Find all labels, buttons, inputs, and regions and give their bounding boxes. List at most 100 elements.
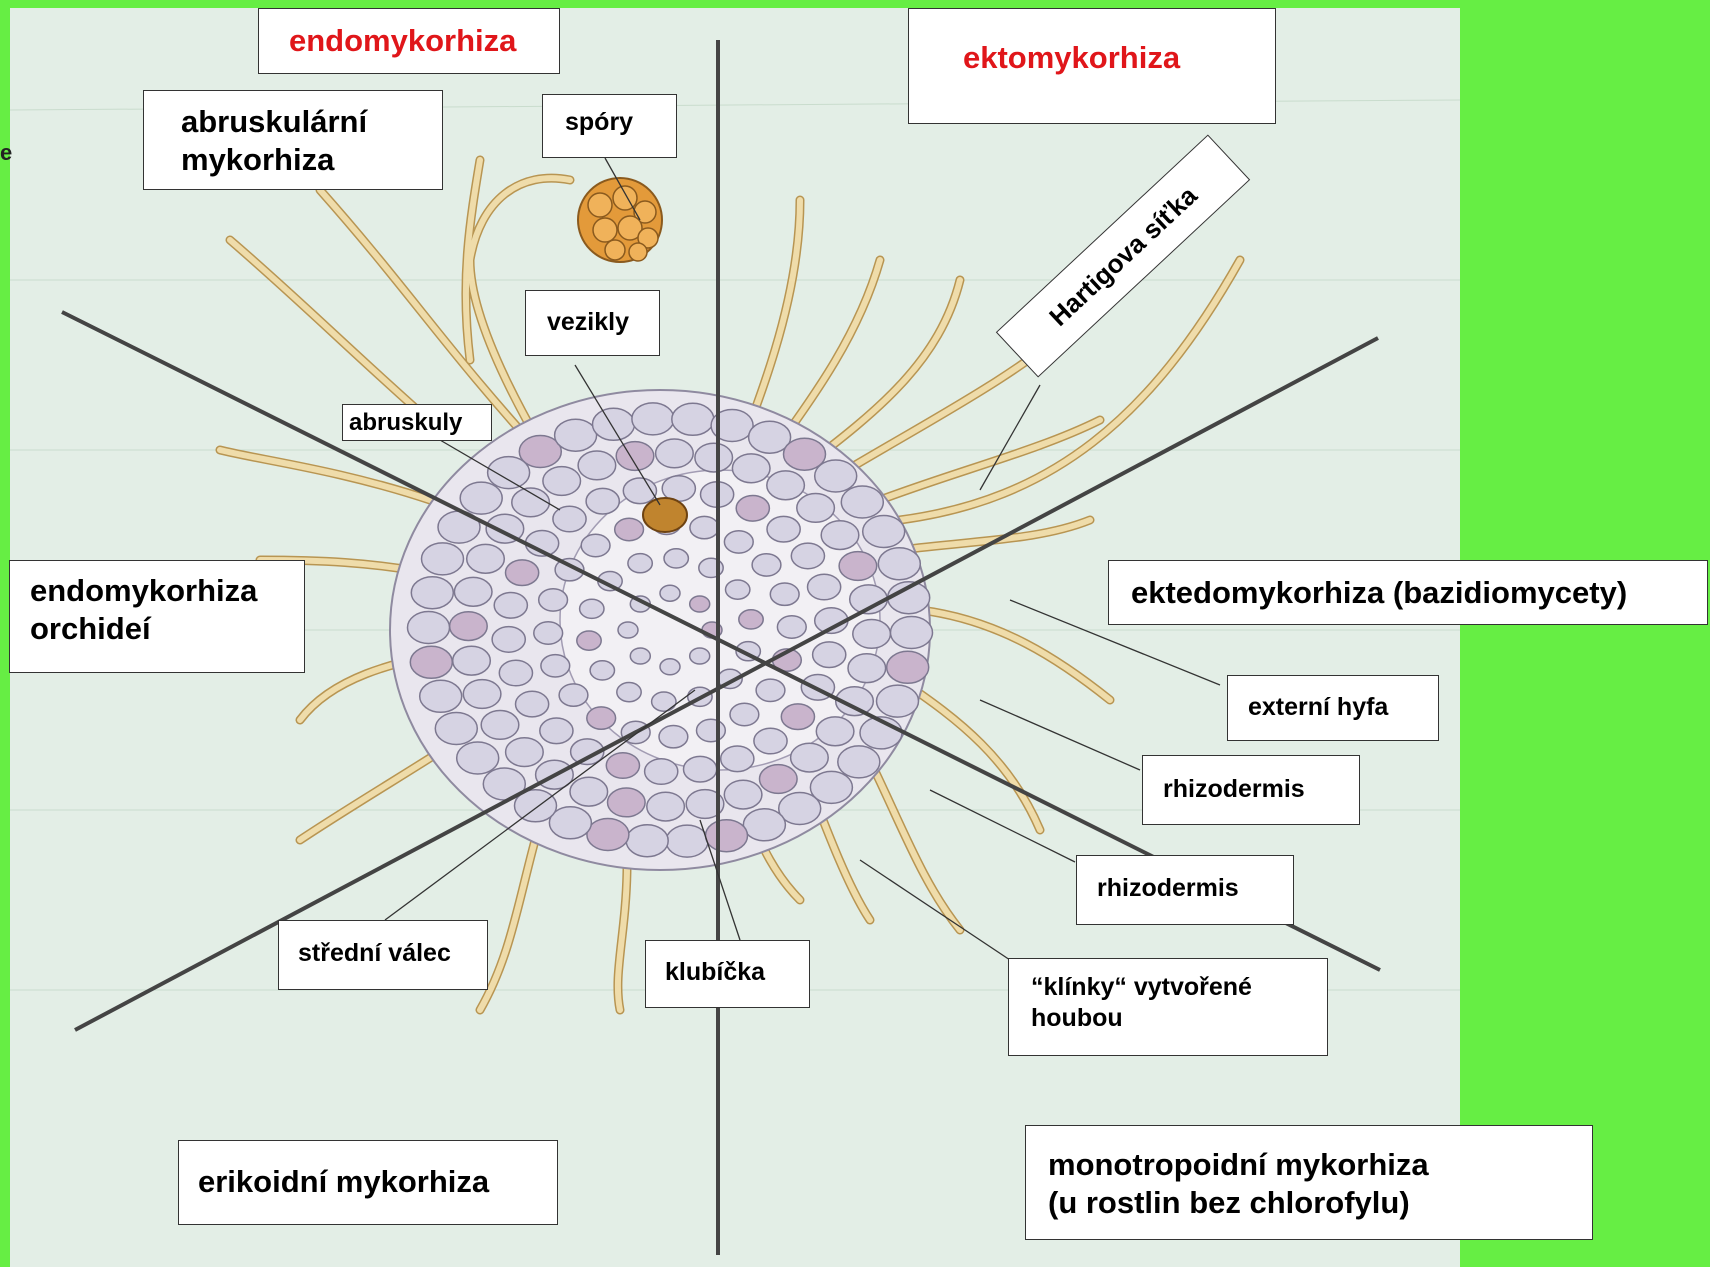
root-cell	[754, 728, 787, 754]
root-cell	[630, 648, 650, 664]
root-cell	[690, 596, 710, 612]
root-cell	[577, 631, 601, 650]
vesicle	[643, 498, 687, 532]
root-cell	[821, 521, 859, 550]
root-cell	[581, 534, 610, 556]
root-cell	[878, 548, 920, 580]
label-coils: klubíčka	[645, 940, 810, 1008]
root-cell	[422, 543, 464, 575]
label-arbuscules: abruskuly	[342, 404, 492, 441]
label-stele: střední válec	[278, 920, 488, 990]
root-cell	[460, 482, 502, 514]
root-cell	[721, 746, 754, 772]
root-cell	[618, 622, 638, 638]
root-cell	[732, 454, 770, 483]
root-cell	[752, 554, 781, 576]
label-external-hypha: externí hyfa	[1227, 675, 1439, 741]
root-cell	[863, 516, 905, 548]
root-cell	[555, 419, 597, 451]
root-cell	[848, 654, 886, 683]
root-cell	[494, 593, 527, 619]
root-cell	[816, 717, 854, 746]
root-cell	[408, 612, 450, 644]
root-cell	[652, 692, 676, 711]
root-cell	[781, 704, 814, 730]
root-cell	[697, 719, 726, 741]
root-cell	[628, 554, 652, 573]
root-cell	[656, 439, 694, 468]
root-cell	[587, 819, 629, 851]
root-cell	[467, 544, 505, 573]
spore-cluster	[578, 178, 662, 262]
root-cell	[690, 648, 710, 664]
root-cell	[853, 620, 891, 649]
root-cell	[543, 467, 581, 496]
root-cell	[887, 651, 929, 683]
root-cell	[777, 616, 806, 638]
root-cell	[664, 549, 688, 568]
root-cell	[877, 685, 919, 717]
root-cell	[684, 756, 717, 782]
root-cell	[481, 711, 519, 740]
root-cell	[838, 746, 880, 778]
root-cell	[587, 707, 616, 729]
root-cell	[770, 583, 799, 605]
root-cell	[608, 788, 646, 817]
root-cell	[726, 580, 750, 599]
root-cell	[578, 451, 616, 480]
root-cell	[791, 543, 824, 569]
title-endomycorrhiza: endomykorhiza	[258, 8, 560, 74]
label-vesicles: vezikly	[525, 290, 660, 356]
root-cell	[743, 809, 785, 841]
root-cell	[647, 792, 685, 821]
root-cell	[760, 765, 798, 794]
root-cell	[791, 743, 829, 772]
label-rhizodermis-upper: rhizodermis	[1142, 755, 1360, 825]
root-cell	[453, 646, 491, 675]
root-cell	[660, 585, 680, 601]
root-cell	[516, 691, 549, 717]
root-cell	[645, 759, 678, 785]
root-cell	[539, 589, 568, 611]
root-cell	[435, 713, 477, 745]
root-cell	[570, 777, 608, 806]
root-cell	[839, 552, 877, 581]
label-rhizodermis-lower: rhizodermis	[1076, 855, 1294, 925]
root-cell	[499, 660, 532, 686]
label-ericoid-mycorrhiza: erikoidní mykorhiza	[178, 1140, 558, 1225]
root-cell	[739, 610, 763, 629]
root-cell	[690, 516, 719, 538]
root-cell	[450, 612, 488, 641]
root-cell	[815, 460, 857, 492]
root-cell	[540, 718, 573, 744]
root-cell	[590, 661, 614, 680]
root-cell	[797, 494, 835, 523]
root-cell	[813, 642, 846, 668]
root-cell	[586, 488, 619, 514]
root-cell	[617, 683, 641, 702]
root-cell	[767, 471, 805, 500]
root-cell	[505, 560, 538, 586]
root-cell	[615, 518, 644, 540]
root-cell	[659, 726, 688, 748]
root-cell	[891, 617, 933, 649]
root-cell	[724, 780, 762, 809]
root-cell	[559, 684, 588, 706]
root-cell	[695, 443, 733, 472]
root-cell	[593, 408, 635, 440]
label-spores: spóry	[542, 94, 677, 158]
root-cell	[492, 627, 525, 653]
root-cell	[736, 496, 769, 522]
root-cell	[756, 679, 785, 701]
root-cell	[706, 820, 748, 852]
root-cell	[534, 622, 563, 644]
root-cell	[541, 655, 570, 677]
root-cell	[808, 574, 841, 600]
root-cell	[463, 680, 501, 709]
root-cell	[660, 659, 680, 675]
root-cell	[411, 577, 453, 609]
root-cell	[457, 742, 499, 774]
